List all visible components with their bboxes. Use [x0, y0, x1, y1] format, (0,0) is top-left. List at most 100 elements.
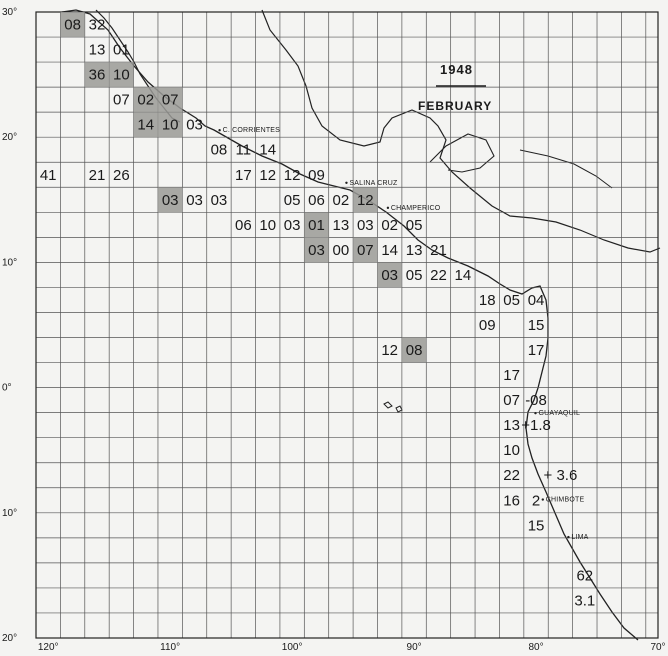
shaded-cell — [109, 62, 134, 88]
shaded-cell — [353, 187, 378, 213]
cell-value: 07 — [503, 392, 520, 409]
cell-value: 13 — [503, 417, 520, 434]
cell-value: 03 — [308, 242, 325, 259]
cell-value: 14 — [381, 242, 398, 259]
place-marker — [218, 128, 221, 132]
cell-value: 13 — [333, 217, 350, 234]
longitude-label: 70° — [650, 642, 665, 653]
cell-value: 06 — [308, 192, 325, 209]
cell-value: 05 — [284, 192, 301, 209]
place-labels: C. CORRIENTES SALINA CRUZ CHAMPERICO GUAYAQ… — [218, 127, 588, 541]
shaded-cell — [157, 87, 183, 113]
cell-value: 03 — [186, 192, 203, 209]
cell-value: 11 — [236, 142, 252, 159]
cell-value: 13 — [89, 42, 106, 59]
cell-value: 01 — [308, 217, 325, 234]
cell-value: 22 — [503, 467, 520, 484]
cell-value: 12 — [357, 192, 374, 209]
cell-value: 04 — [528, 292, 545, 309]
cell-value: 36 — [89, 67, 106, 84]
shaded-cell — [377, 262, 402, 288]
axis-labels: 30°20°10°0°10°20°120°110°100°90°80°70° — [2, 7, 666, 653]
shaded-cell — [304, 212, 329, 238]
cell-value: 07 — [162, 92, 179, 109]
cell-value: 14 — [259, 142, 276, 159]
cell-value: 03 — [186, 117, 203, 134]
place-name: CHIMBOTE — [546, 497, 585, 504]
cell-value: 12 — [381, 342, 398, 359]
cell-value: 22 — [430, 267, 447, 284]
cell-value: 17 — [503, 367, 520, 384]
shaded-cell — [60, 12, 85, 38]
place-name: GUAYAQUIL — [538, 410, 580, 417]
cell-value: 15 — [528, 517, 545, 534]
cell-value: 05 — [406, 217, 423, 234]
cell-value: 12 — [284, 167, 301, 184]
map-frame — [35, 11, 659, 639]
cell-value: 08 — [211, 142, 228, 159]
title-year: 1948 — [440, 62, 473, 77]
cell-value: 15 — [528, 317, 545, 334]
cell-value: 16 — [503, 492, 520, 509]
cell-value: 02 — [381, 217, 398, 234]
cell-value: 62 — [576, 567, 593, 584]
cell-value: 14 — [455, 267, 472, 284]
latitude-label: 20° — [2, 633, 17, 644]
shaded-cell — [133, 87, 158, 113]
title-month: FEBRUARY — [418, 99, 492, 113]
cell-value: 09 — [479, 317, 496, 334]
cell-value: 05 — [406, 267, 423, 284]
cell-value: 07 — [357, 242, 374, 259]
cell-value: 21 — [89, 167, 106, 184]
longitude-label: 100° — [282, 642, 303, 653]
cell-value: 21 — [430, 242, 447, 259]
longitude-label: 110° — [160, 642, 180, 653]
place-marker — [534, 411, 537, 415]
latitude-label: 10° — [2, 508, 17, 519]
cell-value: 07 — [113, 92, 130, 109]
place-name: SALINA CRUZ — [349, 180, 398, 187]
cell-value: 10 — [259, 217, 276, 234]
place-name: C. CORRIENTES — [223, 127, 281, 134]
cell-value: 08 — [64, 17, 81, 34]
cell-value: + 3.6 — [544, 467, 578, 484]
cell-value: 26 — [113, 167, 130, 184]
place-name: CHAMPERICO — [391, 205, 441, 212]
cell-value: 41 — [40, 167, 57, 184]
shaded-cell — [157, 187, 183, 213]
shaded-cell — [157, 112, 183, 138]
cell-value: 2 — [532, 492, 540, 509]
cell-value: 03 — [211, 192, 228, 209]
cell-value: 3.1 — [574, 592, 595, 609]
shaded-cell — [133, 112, 158, 138]
gulf-coast — [261, 9, 661, 253]
latitude-label: 0° — [2, 383, 12, 394]
shaded-cell — [401, 337, 427, 363]
cell-value: 03 — [381, 267, 398, 284]
cell-value: 10 — [503, 442, 520, 459]
longitude-label: 120° — [38, 642, 59, 653]
latitude-label: 20° — [2, 132, 17, 143]
cell-value: 03 — [162, 192, 179, 209]
cell-value: 08 — [406, 342, 423, 359]
longitude-label: 90° — [407, 642, 422, 653]
cell-value: 10 — [113, 67, 130, 84]
cell-value: 06 — [235, 217, 252, 234]
cell-value: 13 — [406, 242, 423, 259]
latitude-label: 10° — [2, 257, 17, 268]
place-marker — [541, 498, 544, 501]
cell-value: 05 — [503, 292, 520, 309]
cuba-outline — [519, 149, 613, 189]
cell-value: 12 — [259, 167, 276, 184]
cell-value: 17 — [235, 167, 252, 184]
longitude-label: 80° — [528, 642, 543, 653]
cell-value: 03 — [284, 217, 301, 234]
cell-value: 09 — [308, 167, 325, 184]
cell-value: 03 — [357, 217, 374, 234]
place-marker — [345, 181, 348, 184]
yucatan-coast — [429, 133, 495, 173]
cell-value: +1.8 — [521, 417, 551, 434]
